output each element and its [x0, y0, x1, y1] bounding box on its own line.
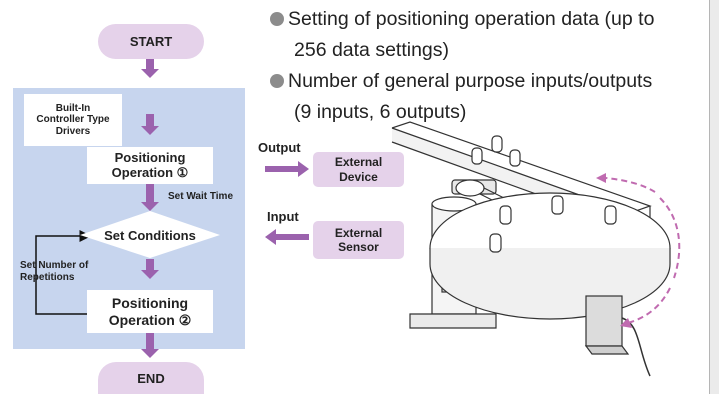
built-in-line-3: Drivers	[55, 125, 91, 137]
bullet-item-2: Number of general purpose inputs/outputs…	[270, 66, 652, 128]
arrow-start-down	[141, 59, 159, 78]
positioning-operation-2: Positioning Operation ②	[87, 290, 213, 333]
external-sensor-box: External Sensor	[313, 221, 404, 259]
arrow-output	[265, 161, 309, 177]
external-device-line-1: External	[334, 155, 383, 170]
start-node: START	[98, 24, 204, 59]
arrow-input	[265, 229, 309, 245]
built-in-line-2: Controller Type	[36, 114, 110, 126]
repeat-loop-line	[35, 230, 92, 315]
bullet-dot-icon	[270, 74, 284, 88]
arrow-builtin-down	[141, 114, 159, 135]
set-repetitions-note: Set Number of Repetitions	[20, 260, 88, 283]
input-label: Input	[267, 209, 299, 224]
bullet-1-line-1: Setting of positioning operation data (u…	[288, 8, 655, 30]
set-repetitions-line-2: Repetitions	[20, 271, 75, 283]
set-conditions-diamond	[80, 211, 220, 258]
arrow-pos1-down	[141, 184, 159, 211]
set-repetitions-line-1: Set Number of	[20, 260, 89, 271]
built-in-line-1: Built-In	[55, 102, 91, 114]
bullet-1-line-2: 256 data settings)	[294, 39, 450, 61]
positioning-1-line-1: Positioning	[114, 149, 186, 165]
arrow-pos2-down	[141, 333, 159, 358]
positioning-1-line-2: Operation ①	[111, 164, 189, 180]
set-conditions-label: Set Conditions	[104, 227, 196, 243]
built-in-controller-box: Built-In Controller Type Drivers	[24, 94, 122, 146]
rotary-table-illustration	[391, 121, 681, 377]
positioning-operation-1: Positioning Operation ①	[87, 147, 213, 184]
positioning-2-line-2: Operation ②	[108, 311, 192, 328]
arrow-cond-down	[141, 259, 159, 279]
external-sensor-line-1: External	[334, 225, 383, 240]
output-label: Output	[258, 140, 301, 155]
right-edge-rule	[709, 0, 719, 394]
bullet-2-line-1: Number of general purpose inputs/outputs	[288, 70, 653, 92]
bullet-dot-icon	[270, 12, 284, 26]
end-label: END	[137, 370, 165, 386]
end-node: END	[98, 362, 204, 394]
bullet-2-line-2: (9 inputs, 6 outputs)	[294, 101, 467, 123]
bullet-item-1: Setting of positioning operation data (u…	[270, 4, 654, 66]
external-sensor-line-2: Sensor	[338, 240, 379, 254]
positioning-2-line-1: Positioning	[111, 295, 189, 312]
set-wait-time-label: Set Wait Time	[168, 191, 234, 202]
start-label: START	[129, 34, 173, 49]
external-device-box: External Device	[313, 152, 404, 187]
external-device-line-2: Device	[339, 169, 378, 184]
